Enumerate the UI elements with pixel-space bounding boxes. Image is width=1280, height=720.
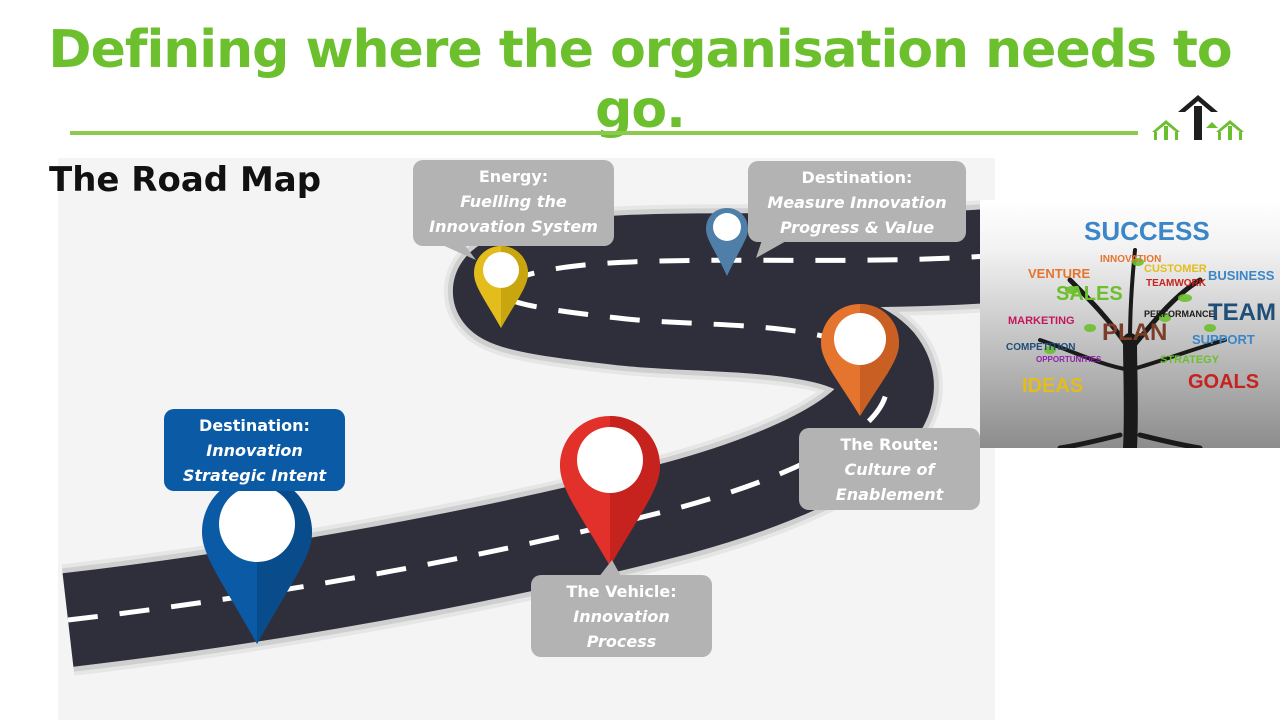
callout-route: The Route: Culture of Enablement — [799, 428, 980, 510]
tree-word: MARKETING — [1008, 315, 1075, 327]
title-divider — [70, 131, 1138, 135]
callout-energy-pointer — [440, 244, 476, 260]
tree-word: CUSTOMER — [1144, 263, 1207, 275]
callout-energy-heading: Energy: — [478, 167, 549, 186]
callout-energy-line3: Innovation System — [429, 217, 598, 236]
tree-word: OPPORTUNITIES — [1036, 355, 1102, 364]
tree-word: SUCCESS — [1084, 216, 1210, 246]
callout-vehicle-heading: The Vehicle: — [566, 582, 677, 601]
red-pin-icon — [560, 416, 660, 566]
road-map-heading: The Road Map — [49, 160, 322, 200]
tree-word: TEAM — [1208, 299, 1276, 326]
callout-destination-intent-line3: Strategic Intent — [182, 466, 327, 485]
tree-word: TEAMWORK — [1146, 278, 1207, 289]
page-title: Defining where the organisation needs to… — [48, 20, 1232, 140]
callout-destination-intent-heading: Destination: — [199, 416, 310, 435]
callout-energy-line2: Fuelling the — [460, 192, 567, 211]
callout-vehicle-pointer — [598, 560, 622, 578]
yellow-pin-icon — [474, 246, 528, 328]
tree-word: COMPETITION — [1006, 342, 1075, 353]
tree-word: BUSINESS — [1208, 268, 1275, 283]
callout-destination-measure: Destination: Measure Innovation Progress… — [748, 161, 966, 242]
tree-word: SALES — [1056, 283, 1123, 305]
callout-route-line2: Culture of — [844, 460, 935, 479]
tree-word: PERFORMANCE — [1144, 309, 1215, 319]
blue-pin-icon — [202, 476, 312, 644]
orange-pin-icon — [821, 304, 899, 416]
callout-destination-measure-pointer — [756, 240, 788, 258]
callout-destination-measure-line3: Progress & Value — [779, 218, 935, 237]
callout-destination-measure-heading: Destination: — [801, 168, 913, 187]
callout-destination-intent: Destination: Innovation Strategic Intent — [164, 409, 345, 491]
callout-vehicle-line2: Innovation — [573, 607, 670, 626]
callout-energy: Energy: Fuelling the Innovation System — [413, 160, 614, 246]
tree-word: INNOVATION — [1100, 254, 1161, 265]
callout-vehicle: The Vehicle: Innovation Process — [531, 575, 712, 657]
callout-vehicle-line3: Process — [586, 632, 657, 651]
callout-destination-intent-line2: Innovation — [206, 441, 303, 460]
tree-word: STRATEGY — [1160, 354, 1220, 366]
tree-word: GOALS — [1188, 371, 1259, 393]
company-logo — [1152, 95, 1244, 140]
callout-route-heading: The Route: — [840, 435, 939, 454]
callout-destination-measure-line2: Measure Innovation — [767, 193, 947, 212]
success-word-tree-image: SUCCESS INNOVATION VENTURE CUSTOMER BUSI… — [980, 200, 1280, 448]
tree-word: IDEAS — [1022, 375, 1083, 397]
tree-word: SUPPORT — [1192, 332, 1255, 347]
callout-route-line3: Enablement — [835, 485, 944, 504]
tree-word: PLAN — [1102, 319, 1167, 346]
steel-blue-pin-icon — [706, 208, 748, 276]
tree-word: VENTURE — [1028, 266, 1090, 281]
